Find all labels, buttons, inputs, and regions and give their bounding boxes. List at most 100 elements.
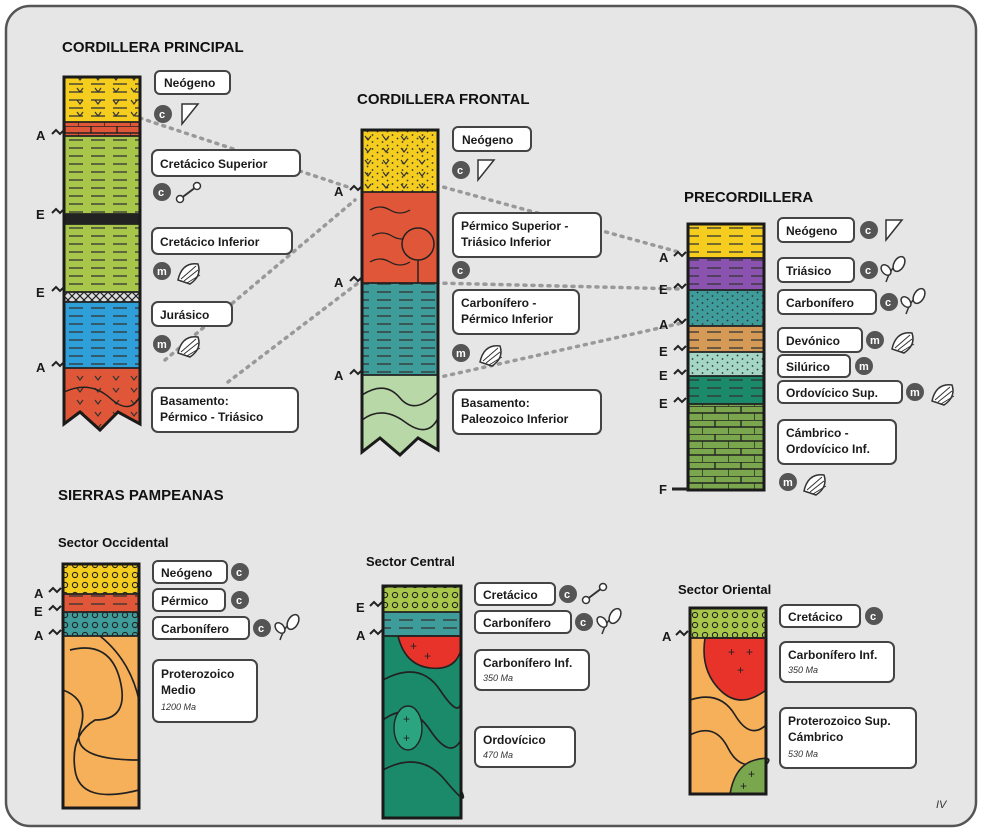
badge-m <box>855 357 873 375</box>
title-sector-oriental: Sector Oriental <box>678 582 771 597</box>
label-neogeno-pc: Neógeno <box>786 224 837 238</box>
svg-text:c: c <box>885 297 891 309</box>
label-box-permico-superior <box>452 212 602 258</box>
svg-text:m: m <box>157 266 167 278</box>
svg-text:c: c <box>258 623 264 635</box>
label-box-cretacico-inferior <box>151 227 293 255</box>
label-basamento-cp: Basamento: <box>160 394 229 408</box>
shell-icon <box>931 384 955 406</box>
badge-m <box>906 383 924 401</box>
badge-m <box>866 331 884 349</box>
shell-icon <box>891 332 915 354</box>
age-470: 470 Ma <box>483 750 513 760</box>
svg-text:E: E <box>34 604 43 619</box>
svg-text:c: c <box>457 265 463 277</box>
label-ordovicico-inf: Ordovícico Inf. <box>786 442 870 456</box>
label-triasico-inferior: Triásico Inferior <box>461 235 551 249</box>
age-530: 530 Ma <box>788 749 818 759</box>
column-sector-occidental <box>61 562 141 810</box>
svg-text:E: E <box>356 600 365 615</box>
title-precordillera: PRECORDILLERA <box>684 189 813 206</box>
svg-text:c: c <box>580 617 586 629</box>
bone-icon <box>598 582 608 592</box>
badge-c <box>860 261 878 279</box>
svg-text:E: E <box>36 207 45 222</box>
svg-text:A: A <box>356 628 366 643</box>
markers-cordillera-frontal: A A A <box>334 184 363 383</box>
label-ordovicico-sup: Ordovícico Sup. <box>786 386 878 400</box>
age-350-sc: 350 Ma <box>483 673 513 683</box>
column-precordillera <box>686 222 766 492</box>
badge-m <box>153 262 171 280</box>
svg-text:E: E <box>659 368 668 383</box>
leaf-icon <box>880 255 906 283</box>
shell-icon <box>803 474 827 496</box>
label-box-neogeno-so <box>152 560 228 584</box>
label-carbonifero-sc: Carbonífero <box>483 616 551 630</box>
shell-icon <box>177 263 201 285</box>
badge-c <box>153 183 171 201</box>
leaf-icon <box>596 607 622 635</box>
svg-text:+: + <box>403 731 410 745</box>
label-carbonifero-cf: Carbonífero - <box>461 296 536 310</box>
label-box-carbonifero-so <box>152 616 250 640</box>
label-proterozoico: Proterozoico <box>161 667 234 681</box>
bone-icon <box>192 181 202 191</box>
label-carbonifero-pc: Carbonífero <box>786 296 854 310</box>
badge-c <box>253 619 271 637</box>
title-sector-central: Sector Central <box>366 554 455 569</box>
label-box-cambrico <box>777 419 897 465</box>
column-sector-central: + + + + <box>381 584 465 820</box>
svg-text:c: c <box>236 567 242 579</box>
column-cordillera-principal <box>62 75 142 433</box>
label-box-neogeno-cf <box>452 126 532 152</box>
svg-text:+: + <box>748 767 755 781</box>
label-box-carbonifero-inf-sc <box>474 649 590 691</box>
markers-sector-oriental: A <box>662 629 689 644</box>
badge-c <box>865 607 883 625</box>
label-box-ordovicico-sup <box>777 380 903 404</box>
label-box-proterozoico-medio <box>152 659 258 723</box>
label-box-cretacico-sc <box>474 582 556 606</box>
label-box-basamento-cf <box>452 389 602 435</box>
label-box-neogeno-pc <box>777 217 855 243</box>
badge-c <box>154 105 172 123</box>
label-carbonifero-inf-sc: Carbonífero Inf. <box>483 656 572 670</box>
label-box-permico-so <box>152 588 226 612</box>
svg-text:m: m <box>456 348 466 360</box>
label-carbonifero-so: Carbonífero <box>161 622 229 636</box>
markers-cordillera-principal: A E E A <box>36 128 65 375</box>
label-devonico: Devónico <box>786 334 840 348</box>
badge-c <box>559 585 577 603</box>
svg-text:+: + <box>746 645 753 659</box>
svg-text:m: m <box>910 387 920 399</box>
label-basamento-cf: Basamento: <box>461 396 530 410</box>
column-sector-oriental: + + + + + <box>688 606 770 796</box>
label-neogeno-so: Neógeno <box>161 566 212 580</box>
svg-text:c: c <box>159 109 165 121</box>
svg-text:A: A <box>659 317 669 332</box>
shell-icon <box>479 345 503 367</box>
svg-text:A: A <box>662 629 672 644</box>
svg-text:A: A <box>36 128 46 143</box>
title-sierras-pampeanas: SIERRAS PAMPEANAS <box>58 487 224 504</box>
leaf-icon <box>274 613 300 641</box>
label-cambrico-sor: Cámbrico <box>788 730 843 744</box>
svg-text:A: A <box>36 360 46 375</box>
badge-c <box>452 161 470 179</box>
svg-text:c: c <box>457 165 463 177</box>
markers-precordillera: A E A E E E F <box>659 250 688 497</box>
label-permico-superior: Pérmico Superior - <box>461 219 568 233</box>
label-box-neogeno-cp <box>154 70 231 95</box>
svg-text:E: E <box>36 285 45 300</box>
svg-text:E: E <box>659 344 668 359</box>
label-box-proterozoico-sup <box>779 707 917 769</box>
label-cretacico-superior: Cretácico Superior <box>160 157 268 171</box>
label-box-triasico <box>777 257 855 283</box>
label-box-jurasico <box>151 301 233 327</box>
label-paleozoico-inferior: Paleozoico Inferior <box>461 412 569 426</box>
svg-text:E: E <box>659 282 668 297</box>
label-triasico: Triásico <box>786 264 831 278</box>
column-cordillera-frontal <box>360 128 440 458</box>
